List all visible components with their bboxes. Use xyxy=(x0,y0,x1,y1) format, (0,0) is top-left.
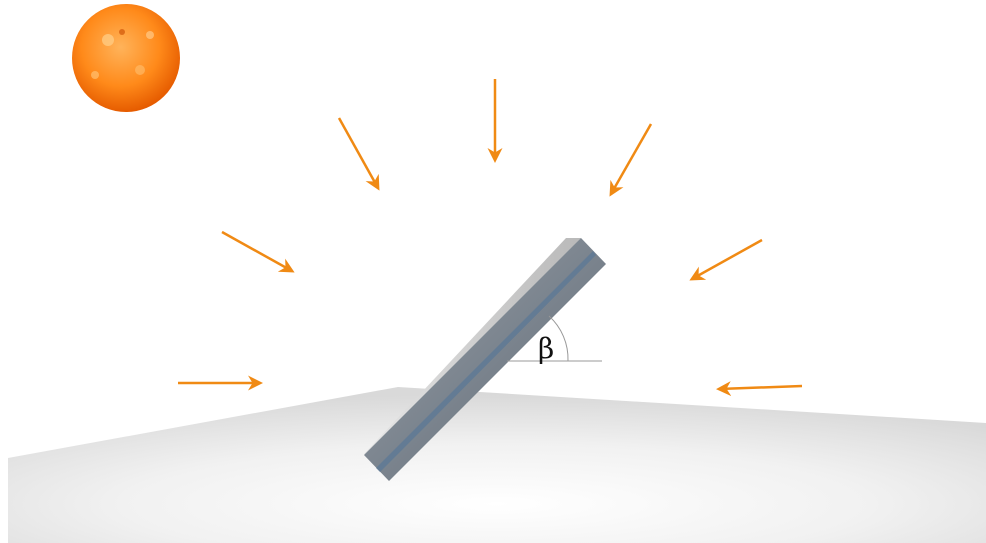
sun-icon xyxy=(72,4,180,112)
ray-arrow-2 xyxy=(221,230,295,273)
ray-arrow-6 xyxy=(689,238,763,281)
angle-marker: β xyxy=(507,315,602,365)
ray-arrow-7 xyxy=(716,381,803,397)
beta-label: β xyxy=(538,332,554,365)
sun-rays xyxy=(178,79,803,397)
ground-plane xyxy=(8,387,986,543)
tilted-panel xyxy=(364,238,606,481)
ray-arrow-5 xyxy=(609,123,653,197)
ray-arrow-3 xyxy=(337,117,380,191)
angle-arc xyxy=(548,315,569,362)
